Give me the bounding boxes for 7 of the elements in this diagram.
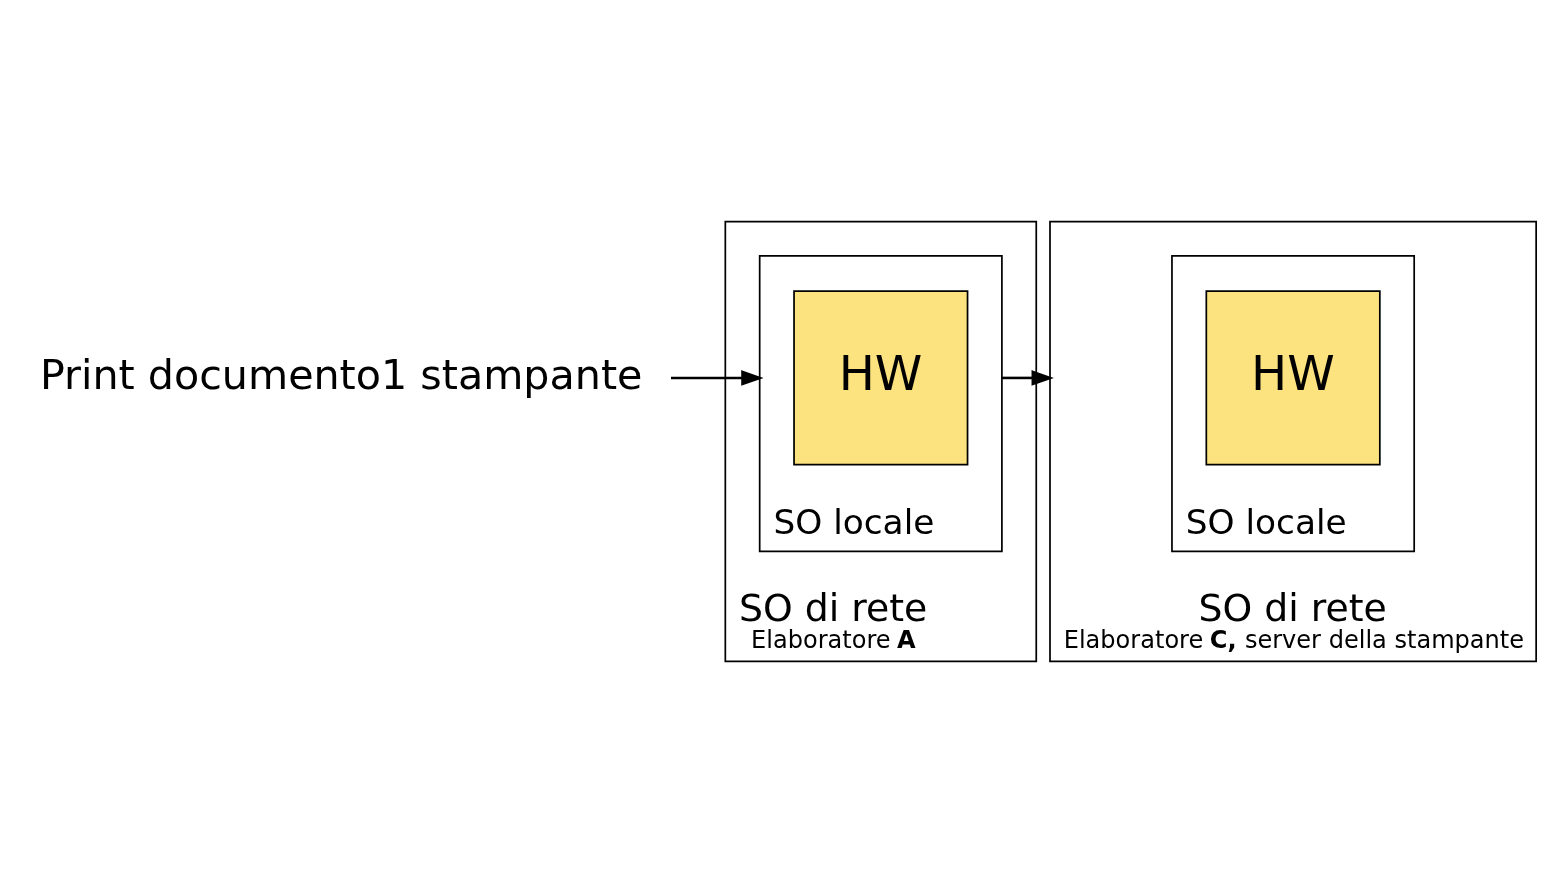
node-text: Print documento1 stampante bbox=[39, 350, 643, 399]
arrow bbox=[1001, 369, 1054, 386]
arrow bbox=[671, 369, 764, 386]
node-label: Elaboratore C, server della stampante bbox=[1063, 625, 1525, 654]
node-label: Elaboratore A bbox=[751, 625, 916, 654]
node-box: HW bbox=[793, 289, 969, 466]
node-box: HW bbox=[1205, 289, 1381, 466]
